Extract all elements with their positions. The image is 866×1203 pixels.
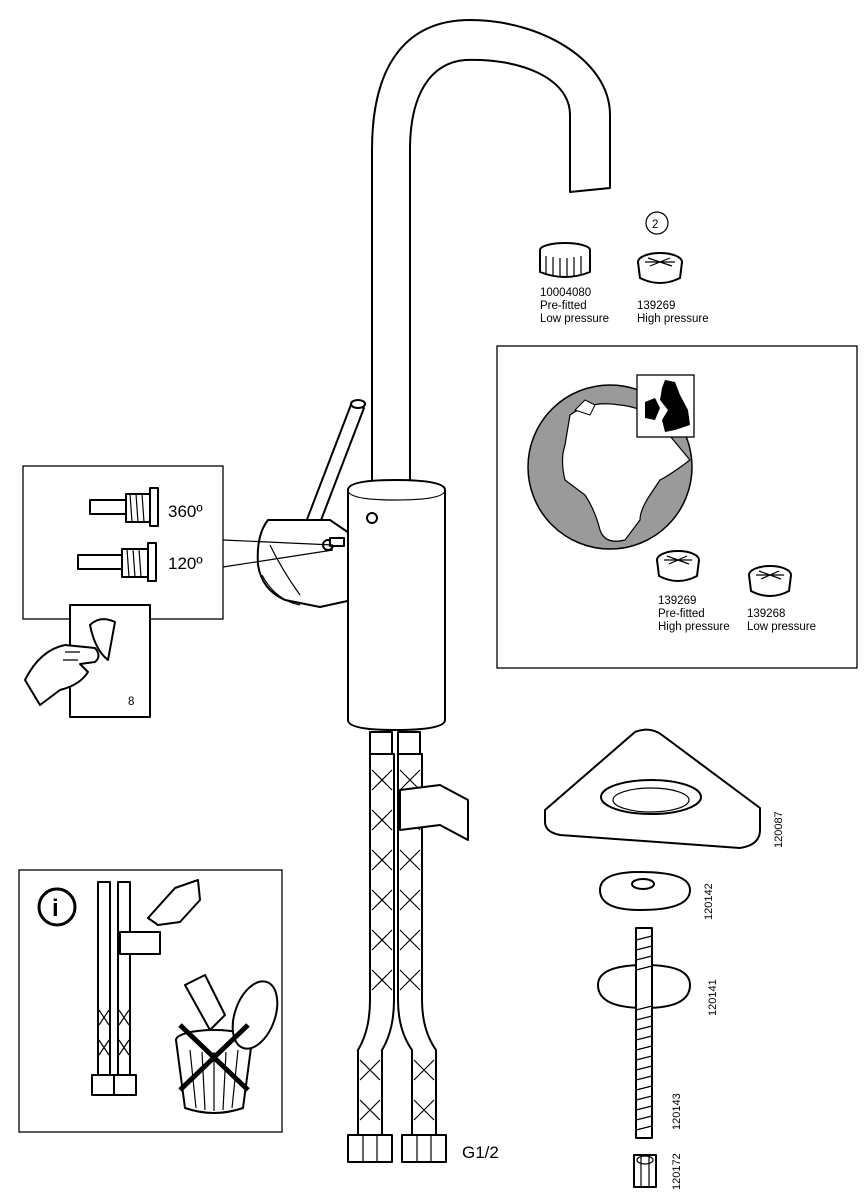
aerator-prefitted-note: Pre-fitted [540,300,587,312]
aerator-high-pressure-label: High pressure [637,313,709,325]
aerator-high-pressure-prefitted-icon [656,550,700,582]
hand-peeling-page-icon [24,604,151,718]
part-120143-label: 120143 [671,1093,683,1130]
uk-aerator-inset: 139269 Pre-fitted High pressure 139268 L… [496,345,858,669]
uk-map-icon [636,374,695,438]
uk-aerator-high-pressure-label: High pressure [658,621,730,633]
uk-aerator-code-139269: 139269 [658,595,696,607]
prohibited-x-icon [178,1023,250,1092]
step-number: 2 [652,219,658,231]
washer-small-icon [599,871,691,911]
info-icon-glyph: i [52,895,59,922]
trash-bin-icon [175,974,279,1114]
faucet-spout [371,19,611,493]
aerator-low-pressure-icon [539,242,591,278]
rotation-120-label: 120º [168,554,203,573]
faucet-body [347,479,446,731]
hoses-with-tag-icon [91,881,161,1096]
hex-nut-icon [633,1154,657,1188]
page-reference-number: 8 [128,696,134,708]
mounting-parts: 120087 120142 120141 120143 120172 [544,728,785,1190]
aerator-code-139269: 139269 [637,300,675,312]
part-120142-label: 120142 [703,883,715,920]
supply-hoses [347,731,469,1163]
stop-pin-120-icon [77,542,157,582]
mounting-plate-icon [544,728,761,849]
aerator-low-pressure-label: Low pressure [540,313,609,325]
thread-size-label: G1/2 [462,1143,499,1162]
part-120172-label: 120172 [671,1153,683,1190]
part-120087-label: 120087 [773,811,785,848]
aerator-code-10004080: 10004080 [540,287,591,299]
hand-pointing-icon [147,879,201,926]
rotation-360-label: 360º [168,502,203,521]
info-inset: i [18,869,283,1133]
part-120141-label: 120141 [707,979,719,1016]
faucet-lever-handle [256,399,366,608]
info-icon: i [37,887,77,927]
uk-aerator-code-139268: 139268 [747,608,785,620]
threaded-rod-icon [635,927,653,1139]
aerator-options: 2 10004080 Pre-fitted Low pressure 13926… [539,211,709,325]
aerator-high-pressure-icon [637,252,683,284]
rotation-limit-inset: 360º 120º 8 [22,465,334,718]
uk-aerator-prefitted-note: Pre-fitted [658,608,705,620]
stop-pin-360-icon [89,487,159,527]
aerator-low-pressure-alt-icon [748,565,792,597]
uk-aerator-low-pressure-label: Low pressure [747,621,816,633]
